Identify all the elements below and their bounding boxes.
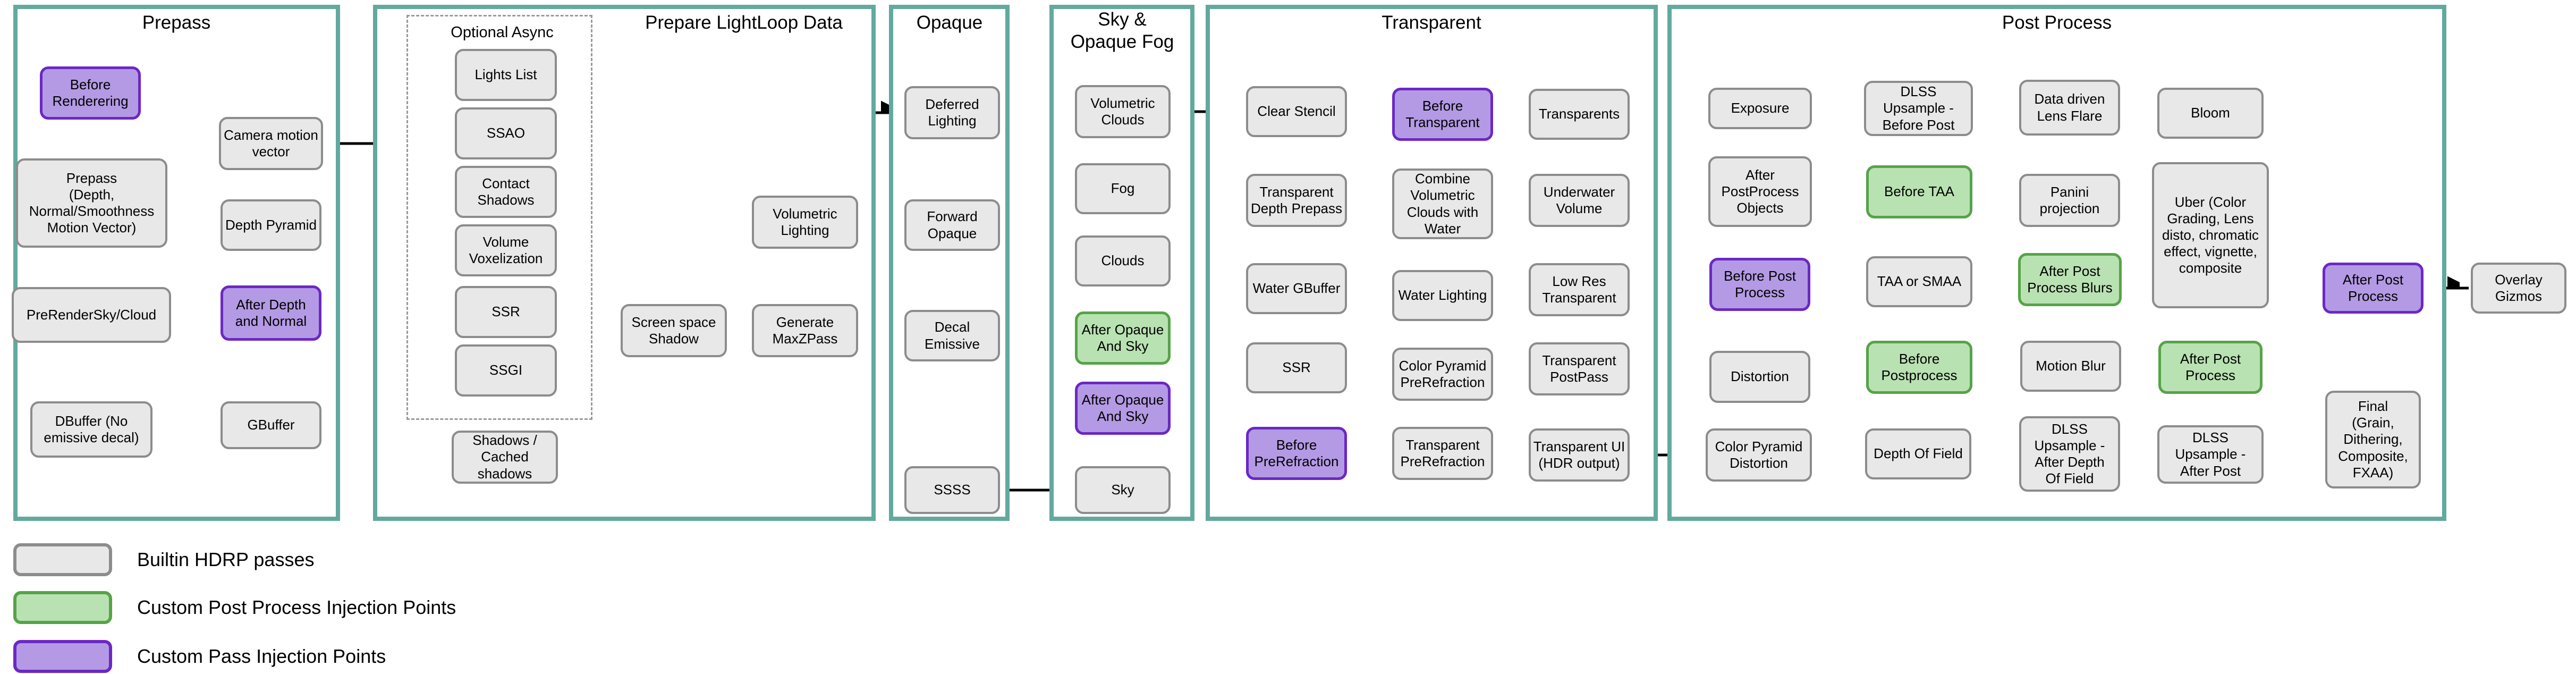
node-cm: Camera motion vector — [219, 117, 323, 170]
node-bpp2: Before Postprocess — [1866, 341, 1972, 394]
node-dp: Depth Pyramid — [221, 199, 321, 251]
legend-row-builtin: Builtin HDRP passes — [13, 543, 314, 576]
node-tr: Transparents — [1529, 89, 1630, 140]
node-final: Final (Grain, Dithering, Composite, FXAA… — [2325, 391, 2421, 488]
node-contact: Contact Shadows — [455, 166, 557, 218]
node-cvw: Combine Volumetric Clouds with Water — [1392, 168, 1493, 239]
legend-label-builtin: Builtin HDRP passes — [137, 549, 315, 570]
node-vl: Volumetric Lighting — [752, 196, 858, 249]
legend-row-custom-pass: Custom Pass Injection Points — [13, 640, 386, 673]
node-wgb: Water GBuffer — [1246, 263, 1347, 314]
node-tpp: Transparent PostPass — [1529, 342, 1630, 395]
node-mb: Motion Blur — [2020, 341, 2121, 392]
legend-label-custom-post: Custom Post Process Injection Points — [137, 596, 456, 618]
node-btaa: Before TAA — [1866, 165, 1972, 218]
node-clouds: Clouds — [1075, 235, 1171, 287]
node-sky: Sky — [1075, 466, 1171, 514]
group-optional-async-frame — [406, 15, 592, 420]
node-de: Decal Emissive — [904, 310, 1000, 361]
node-volvox: Volume Voxelization — [455, 224, 557, 276]
section-opaque-title: Opaque — [916, 12, 983, 33]
node-dlssbp: DLSS Upsample - Before Post — [1864, 81, 1973, 136]
legend-swatch-custom-pass — [13, 640, 112, 673]
node-ssr1: SSR — [455, 286, 557, 338]
node-exp: Exposure — [1708, 88, 1812, 129]
node-dist: Distortion — [1709, 351, 1810, 403]
node-appb: After Post Process Blurs — [2018, 253, 2122, 306]
node-cpd: Color Pyramid Distortion — [1706, 428, 1812, 482]
node-uv: Underwater Volume — [1529, 174, 1630, 227]
node-dl: Deferred Lighting — [904, 86, 1000, 139]
group-optional-async-label: Optional Async — [451, 24, 554, 41]
node-lrt: Low Res Transparent — [1529, 263, 1630, 316]
node-adn: After Depth and Normal — [221, 285, 321, 341]
node-sshadow: Screen space Shadow — [621, 304, 727, 357]
node-tdp: Transparent Depth Prepass — [1246, 174, 1347, 227]
node-dof: Depth Of Field — [1865, 428, 1971, 479]
section-prepass-title: Prepass — [142, 12, 211, 33]
node-fog: Fog — [1075, 163, 1171, 214]
node-dbuffer: DBuffer (No emissive decal) — [30, 401, 152, 458]
node-bprf: Before PreRefraction — [1246, 427, 1347, 480]
node-shadows: Shadows / Cached shadows — [452, 431, 558, 484]
section-lightloop-title: Prepare LightLoop Data — [645, 12, 843, 33]
node-aosp: After Opaque And Sky — [1075, 382, 1171, 435]
legend-swatch-builtin — [13, 543, 112, 576]
node-aosg: After Opaque And Sky — [1075, 311, 1171, 365]
node-ssss: SSSS — [904, 466, 1000, 514]
node-og: Overlay Gizmos — [2471, 263, 2566, 314]
node-fo: Forward Opaque — [904, 199, 1000, 251]
node-tui: Transparent UI (HDR output) — [1529, 428, 1630, 482]
node-wl: Water Lighting — [1392, 270, 1493, 321]
node-lights: Lights List — [455, 49, 557, 101]
node-appo: After PostProcess Objects — [1708, 156, 1812, 227]
node-appp: After Post Process — [2323, 263, 2424, 314]
section-postprocess-title: Post Process — [2002, 12, 2112, 33]
node-dlssadof: DLSS Upsample - After Depth Of Field — [2019, 416, 2120, 492]
node-gmz: Generate MaxZPass — [752, 304, 858, 357]
legend-label-custom-pass: Custom Pass Injection Points — [137, 645, 386, 667]
node-ddlf: Data driven Lens Flare — [2019, 80, 2120, 136]
node-dlssap: DLSS Upsample - After Post — [2157, 425, 2264, 484]
node-prs: PreRenderSky/Cloud — [12, 287, 171, 343]
node-vc: Volumetric Clouds — [1075, 85, 1171, 138]
legend-row-custom-post: Custom Post Process Injection Points — [13, 591, 456, 624]
legend-swatch-custom-post — [13, 591, 112, 624]
node-cpp: Color Pyramid PreRefraction — [1392, 348, 1493, 401]
section-skyfog-title: Sky & Opaque Fog — [1070, 9, 1174, 52]
node-bloom: Bloom — [2157, 88, 2264, 139]
node-bt: Before Transparent — [1392, 88, 1493, 141]
node-ssao: SSAO — [455, 107, 557, 159]
node-ssgi: SSGI — [455, 344, 557, 397]
node-panini: Panini projection — [2019, 174, 2120, 227]
node-clearstencil: Clear Stencil — [1246, 86, 1347, 137]
node-prepassbox: Prepass (Depth, Normal/Smoothness Motion… — [16, 158, 167, 248]
node-ssrt: SSR — [1246, 342, 1347, 393]
section-opaque-frame — [889, 5, 1010, 521]
node-taa: TAA or SMAA — [1866, 256, 1972, 307]
section-transparent-title: Transparent — [1382, 12, 1481, 33]
node-uber: Uber (Color Grading, Lens disto, chromat… — [2152, 162, 2269, 308]
node-gbuffer: GBuffer — [221, 401, 321, 449]
node-tprf: Transparent PreRefraction — [1392, 427, 1493, 480]
node-bpproc: Before Post Process — [1709, 258, 1810, 311]
node-apg: After Post Process — [2158, 341, 2263, 394]
node-br: Before Renderering — [40, 66, 141, 120]
